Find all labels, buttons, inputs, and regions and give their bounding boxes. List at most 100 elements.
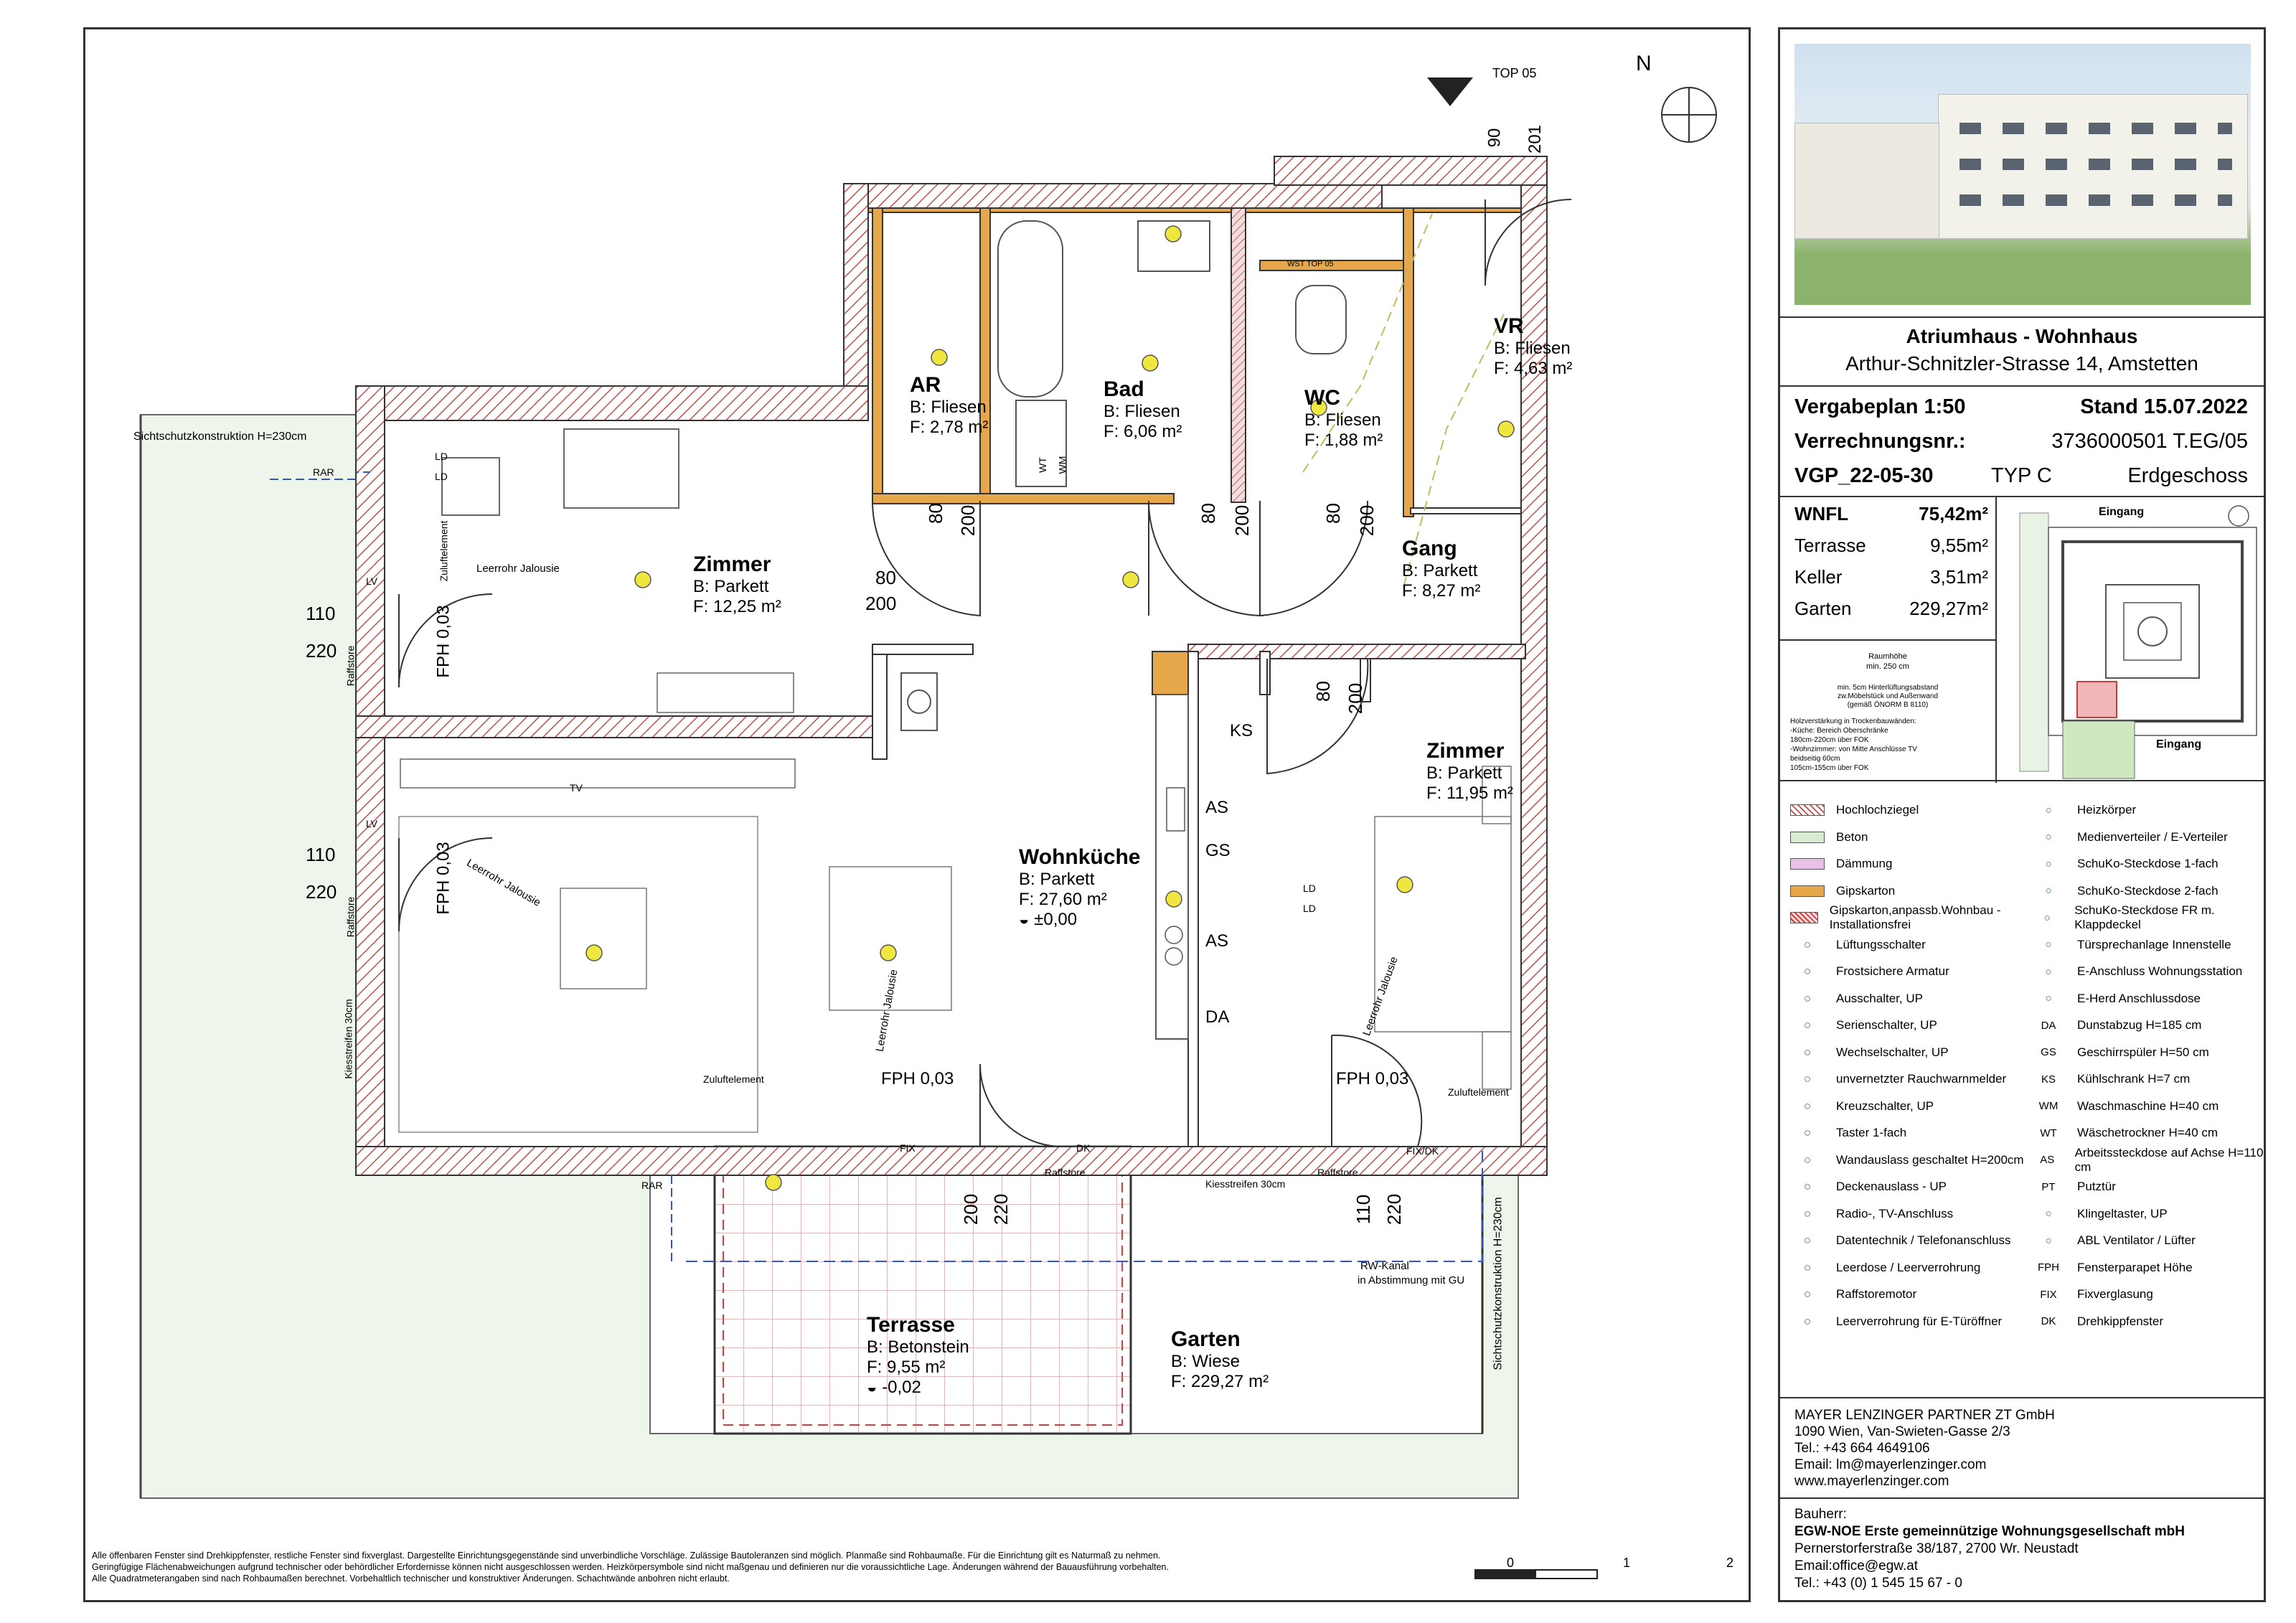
legend-item: ○ Wandauslass geschaltet H=200cm xyxy=(1790,1147,2024,1173)
verr-value: 3736000501 T.EG/05 xyxy=(2051,430,2248,453)
room-zimmer-2: Zimmer B: Parkett F: 11,95 m² xyxy=(1426,739,1513,803)
legend-symbol-icon: DK xyxy=(2041,1315,2056,1327)
site-entrance-bottom: Eingang xyxy=(2156,738,2202,751)
wm-label: WM xyxy=(1056,456,1068,474)
dim-wc-200: 200 xyxy=(1356,504,1378,537)
legend-text: Leerverrohrung für E-Türöffner xyxy=(1836,1314,2003,1328)
legend-text: Dunstabzug H=185 cm xyxy=(2077,1018,2202,1032)
legend-item: ○Leerdose / Leerverrohrung xyxy=(1790,1255,1980,1281)
entry-dim-1: 90 xyxy=(1485,128,1505,148)
legend-item: FIX Fixverglasung xyxy=(2031,1281,2153,1307)
legend-item: ○ Klingeltaster, UP xyxy=(2031,1201,2168,1227)
legend-item: ○Radio-, TV-Anschluss xyxy=(1790,1201,1953,1227)
dim-window-110-1: 110 xyxy=(306,603,336,624)
legend-text: Heizkörper xyxy=(2077,803,2137,817)
legend-item: ○SchuKo-Steckdose 2-fach xyxy=(2031,878,2218,904)
legend-text: E-Anschluss Wohnungsstation xyxy=(2077,964,2243,978)
room-ar: AR B: Fliesen F: 2,78 m² xyxy=(910,373,989,437)
legend-text: Putztür xyxy=(2077,1180,2116,1193)
zuluft-v: Zuluftelement xyxy=(438,520,450,582)
raffstore-2: Raffstore xyxy=(1317,1167,1358,1178)
fph-wohn-left: FPH 0,03 xyxy=(433,842,453,915)
legend-text: Drehkippfenster xyxy=(2077,1314,2164,1328)
legend-symbol-icon: ○ xyxy=(1803,1072,1812,1086)
sicht-top: Sichtschutzkonstruktion H=230cm xyxy=(133,431,307,443)
legend-item: DK Drehkippfenster xyxy=(2031,1309,2163,1335)
bauherr-block: Bauherr: EGW-NOE Erste gemeinnützige Woh… xyxy=(1794,1507,2185,1591)
legend-symbol-icon: FIX xyxy=(2040,1288,2057,1301)
legend-text: E-Herd Anschlussdose xyxy=(2077,991,2201,1005)
legend-text: Arbeitssteckdose auf Achse H=110 cm xyxy=(2074,1145,2264,1174)
rw-kanal: RW-Kanal xyxy=(1360,1260,1409,1272)
dim-z2-200: 200 xyxy=(1345,682,1367,715)
dim-terrace2-110: 110 xyxy=(1352,1194,1375,1225)
ceiling-lamps xyxy=(585,225,1515,1191)
site-entrance-top: Eingang xyxy=(2099,506,2145,518)
site-plan: Eingang Eingang xyxy=(1998,499,2264,780)
kitchen-as-2: AS xyxy=(1205,931,1229,951)
dim-ar-80: 80 xyxy=(924,503,946,524)
legend-symbol-icon: ○ xyxy=(1803,1260,1812,1274)
legend-text: Klingeltaster, UP xyxy=(2077,1206,2168,1220)
legend-text: Gipskarton,anpassb.Wohnbau - Installatio… xyxy=(1829,903,2001,931)
legend-item: ○ Raffstoremotor xyxy=(1790,1281,1916,1307)
legend-right: ○Heizkörper○Medienverteiler / E-Verteile… xyxy=(2031,797,2268,1342)
legend-symbol-icon: ○ xyxy=(1803,1099,1812,1113)
legend-symbol-icon: ○ xyxy=(1803,1152,1812,1167)
rar-top: RAR xyxy=(313,466,334,478)
plan-frame xyxy=(83,27,1751,1602)
room-wohnkueche: Wohnküche B: Parkett F: 27,60 m² ◒ ±0,00 xyxy=(1019,845,1141,929)
legend-text: Ausschalter, UP xyxy=(1836,991,1923,1005)
leerrohr-zimmer: Leerrohr Jalousie xyxy=(476,563,560,575)
legend-item: ○SchuKo-Steckdose 1-fach xyxy=(2031,851,2218,877)
rar-bottom: RAR xyxy=(641,1180,663,1191)
legend-symbol-icon: ○ xyxy=(1803,1233,1812,1247)
legend-symbol-icon: ○ xyxy=(1803,1287,1812,1301)
legend-item: ○SchuKo-Steckdose FR m. Klappdeckel xyxy=(2031,903,2268,931)
legend-symbol-icon: DA xyxy=(2041,1019,2056,1032)
dim-terrace2-220: 220 xyxy=(1383,1193,1406,1226)
project-title: Atriumhaus - Wohnhaus xyxy=(1906,325,2138,347)
legend-item: ○ Heizkörper xyxy=(2031,797,2136,823)
legend-symbol-icon: ○ xyxy=(2045,1208,2052,1220)
fix-dk: FIX/DK xyxy=(1406,1145,1439,1157)
rw-kanal-2: in Abstimmung mit GU xyxy=(1358,1274,1465,1286)
typ: TYP C xyxy=(1991,464,2052,487)
room-terrasse: Terrasse B: Betonstein F: 9,55 m² ◒ -0,0… xyxy=(867,1313,969,1397)
raffstore-4: Raffstore xyxy=(344,896,357,938)
legend-symbol-icon: ○ xyxy=(1803,1206,1812,1220)
abstand-1: min. 5cm Hinterlüftungsabstand xyxy=(1837,684,1939,692)
sicht-right: Sichtschutzkonstruktion H=230cm xyxy=(1492,1197,1505,1370)
raffstore-3: Raffstore xyxy=(344,645,357,687)
legend-symbol-icon: ○ xyxy=(2043,911,2051,924)
legend-text: Wandauslass geschaltet H=200cm xyxy=(1836,1152,2024,1167)
scale-2: 2 xyxy=(1726,1556,1734,1570)
legend-item: ○Kreuzschalter, UP xyxy=(1790,1093,1934,1119)
top-label: TOP 05 xyxy=(1492,66,1537,80)
dim-zimmer-200: 200 xyxy=(865,593,897,614)
interior-walls xyxy=(867,207,1522,1147)
legend-symbol-icon: ○ xyxy=(2045,804,2052,817)
dim-zimmer-80: 80 xyxy=(875,567,896,588)
legend-symbol-icon xyxy=(1790,858,1825,870)
legend-text: Raffstoremotor xyxy=(1836,1287,1917,1301)
terrace-area xyxy=(713,1145,1132,1435)
doors xyxy=(398,199,1572,1147)
project-address: Arthur-Schnitzler-Strasse 14, Amstetten xyxy=(1845,352,2198,375)
legend-item: ○ Deckenauslass - UP xyxy=(1790,1174,1947,1200)
legend-text: Serienschalter, UP xyxy=(1836,1018,1937,1032)
legend-item: DA Dunstabzug H=185 cm xyxy=(2031,1012,2202,1038)
architect-block: MAYER LENZINGER PARTNER ZT GmbH 1090 Wie… xyxy=(1794,1408,2055,1489)
legend-text: Deckenauslass - UP xyxy=(1836,1180,1947,1193)
north-label: N xyxy=(1636,52,1652,75)
entry-dim-2: 201 xyxy=(1525,124,1545,154)
legend-symbol-icon: ○ xyxy=(1803,1180,1812,1193)
room-garten: Garten B: Wiese F: 229,27 m² xyxy=(1171,1327,1269,1391)
legend-symbol-icon: FPH xyxy=(2038,1261,2059,1274)
legend-item: ○ABL Ventilator / Lüfter xyxy=(2031,1228,2195,1253)
legend-item: ○Taster 1-fach xyxy=(1790,1120,1906,1146)
legend-text: Fixverglasung xyxy=(2077,1287,2153,1301)
dim-wc-80: 80 xyxy=(1322,503,1344,524)
